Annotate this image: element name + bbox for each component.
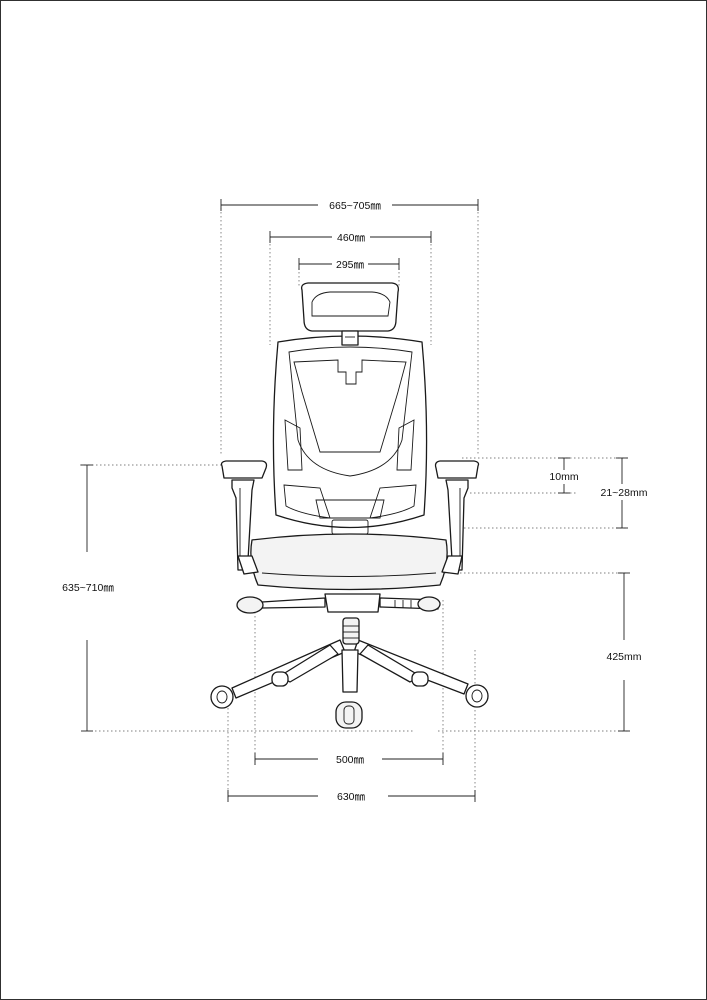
- dim-headrest-width: [298, 258, 400, 270]
- label-overall-width: 665~705㎜: [329, 200, 381, 212]
- backrest: [272, 335, 428, 535]
- seat-cushion: [250, 533, 448, 591]
- seat-mechanism: [236, 593, 441, 614]
- gas-cylinder: [342, 617, 360, 645]
- dim-back-width: [269, 231, 432, 243]
- dim-base-width: [227, 790, 476, 802]
- dim-armrest-adjust: [558, 457, 570, 494]
- label-armrest-height: 635~710㎜: [62, 582, 114, 594]
- label-armrest-range: 21~28mm: [601, 487, 648, 499]
- label-seat-height: 425mm: [606, 651, 641, 663]
- caster-back-right: [411, 671, 429, 687]
- headrest: [300, 282, 400, 346]
- label-back-width: 460㎜: [337, 232, 366, 244]
- label-base-width: 630㎜: [337, 791, 366, 803]
- chair-base: [210, 639, 489, 729]
- dim-inner-base: [254, 753, 444, 765]
- label-inner-base: 500㎜: [336, 754, 365, 766]
- caster-center: [335, 701, 363, 729]
- label-armrest-adjust: 10mm: [549, 471, 578, 483]
- armrest-left: [220, 460, 268, 575]
- label-headrest-width: 295㎜: [336, 259, 365, 271]
- dim-armrest-height: [81, 464, 93, 732]
- extension-lines: [80, 208, 628, 800]
- armrest-right: [434, 460, 480, 575]
- dim-armrest-range: [616, 457, 628, 529]
- dim-seat-height: [618, 572, 630, 732]
- caster-back-left: [271, 671, 289, 687]
- caster-left: [210, 685, 234, 709]
- dim-overall-width: [220, 199, 479, 211]
- caster-right: [465, 684, 489, 708]
